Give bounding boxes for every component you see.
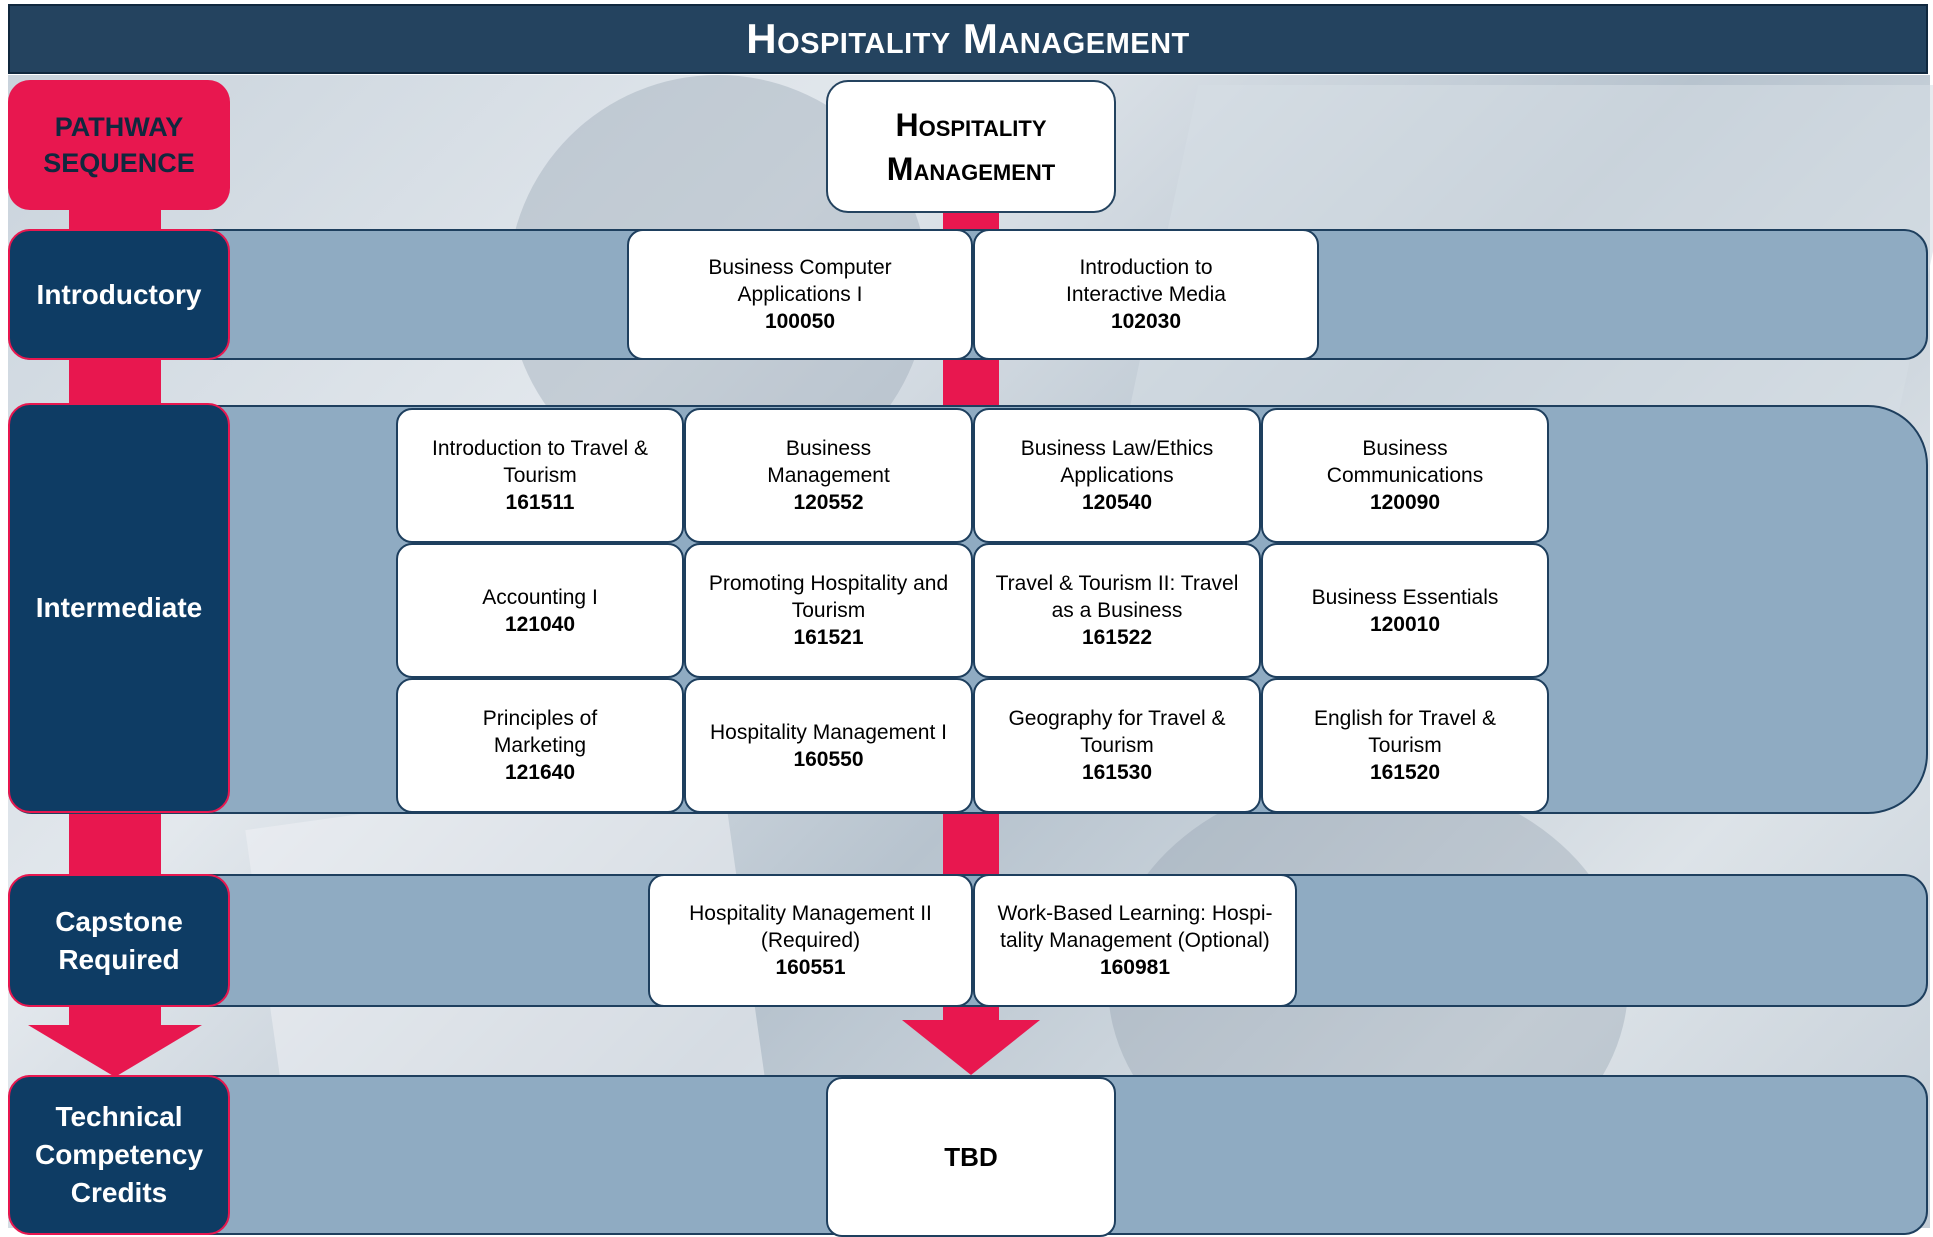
course-card: Accounting I 121040: [396, 543, 684, 678]
program-title: Hospitality Management: [886, 106, 1056, 187]
level-label-technical: Technical Competency Credits: [8, 1075, 230, 1235]
course-card: Introduction to Travel & Tourism 161511: [396, 408, 684, 543]
course-card: Hospitality Management I 160550: [684, 678, 973, 813]
course-card: Business Communications 120090: [1261, 408, 1549, 543]
course-card: Business Essentials 120010: [1261, 543, 1549, 678]
course-card: Principles of Marketing 121640: [396, 678, 684, 813]
level-label-capstone: Capstone Required: [8, 874, 230, 1007]
course-card: Hospitality Management II (Required) 160…: [648, 874, 973, 1007]
course-card: English for Travel & Tourism 161520: [1261, 678, 1549, 813]
course-card: Geography for Travel & Tourism 161530: [973, 678, 1261, 813]
course-card: Business Law/Ethics Applications 120540: [973, 408, 1261, 543]
page-title-bar: Hospitality Management: [8, 4, 1928, 74]
page-title: Hospitality Management: [746, 15, 1190, 62]
course-card: Promoting Hospitality and Tourism 161521: [684, 543, 973, 678]
program-title-box: Hospitality Management: [826, 80, 1116, 213]
course-card: Business Computer Applications I 100050: [627, 229, 973, 360]
course-card: Introduction to Interactive Media 102030: [973, 229, 1319, 360]
technical-credits-card: TBD: [826, 1077, 1116, 1237]
course-card: Travel & Tourism II: Travel as a Busines…: [973, 543, 1261, 678]
level-label-intermediate: Intermediate: [8, 403, 230, 813]
level-label-introductory: Introductory: [8, 229, 230, 360]
pathway-arrow-head-left: [28, 1025, 202, 1077]
course-card: Work-Based Learning: Hospi- tality Manag…: [973, 874, 1297, 1007]
pathway-sequence-label: PATHWAY SEQUENCE: [8, 80, 230, 210]
pathway-arrow-head-center: [902, 1020, 1040, 1075]
course-card: Business Management 120552: [684, 408, 973, 543]
